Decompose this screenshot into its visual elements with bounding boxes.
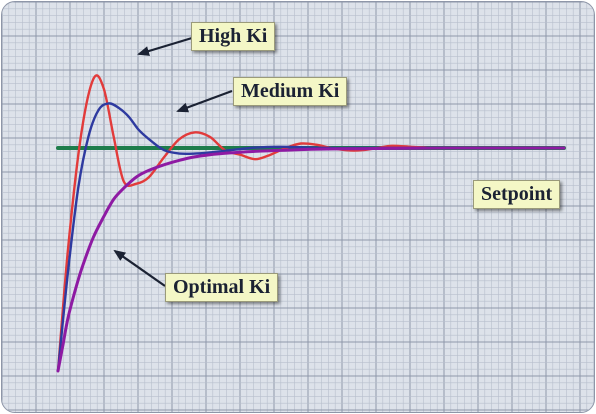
optimal-ki-label: Optimal Ki [165,273,279,302]
setpoint-label: Setpoint [473,180,561,209]
medium-ki-label: Medium Ki [233,77,348,106]
series-optimal-ki [56,146,566,373]
series-layer [56,74,566,373]
medium-ki-arrow [176,89,233,113]
high-ki-label: High Ki [191,22,276,51]
annotation-arrows [113,36,233,287]
series-high-ki [56,74,566,373]
high-ki-arrow [137,36,193,56]
optimal-ki-arrow [113,249,166,287]
